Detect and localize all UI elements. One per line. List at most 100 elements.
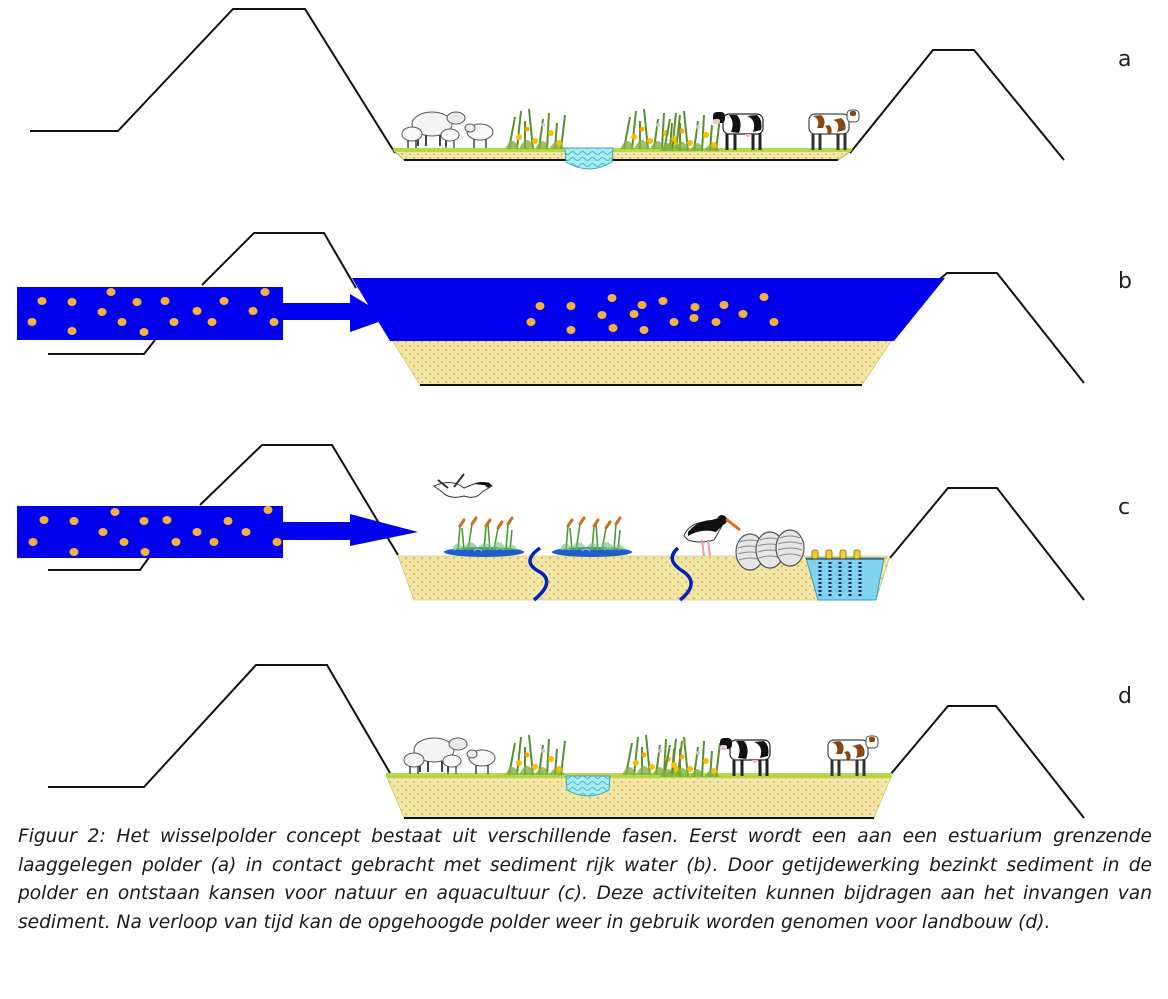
sediment-particle (160, 297, 170, 305)
sediment-particle (607, 294, 617, 302)
sediment-particle (629, 310, 639, 318)
sediment-particle (37, 297, 47, 305)
sediment-particle (117, 318, 127, 326)
sediment-particle (140, 548, 150, 556)
oystercatcher-icon (683, 515, 741, 557)
sediment-particle (269, 318, 279, 326)
sediment-particle (169, 318, 179, 326)
sediment-particle (162, 516, 172, 524)
creek-2-c (670, 546, 693, 602)
sheep-icon (403, 737, 496, 775)
grass-strip-a (394, 148, 851, 152)
wisselpolder-diagram: a b (17, 8, 1132, 819)
dike-right-b (939, 272, 1085, 384)
sediment-particle (132, 298, 142, 306)
reed-icon (550, 516, 634, 559)
plants-icon (619, 108, 681, 150)
sediment-particle (597, 311, 607, 319)
inflow-arrow-b (283, 294, 390, 332)
sediment-particle (637, 301, 647, 309)
panel-label-c: c (1118, 495, 1130, 520)
sediment-particle (669, 318, 679, 326)
plants-icon (504, 108, 566, 150)
dike-left-b (48, 339, 156, 355)
inflow-water-b (17, 287, 283, 340)
dike-left-a (30, 8, 396, 154)
flood-water-b (352, 278, 945, 341)
panel-b: b (17, 232, 1132, 386)
polder-soil-d (385, 774, 893, 819)
sediment-particle (209, 538, 219, 546)
oyster-icon (775, 529, 805, 567)
sediment-particle (241, 528, 251, 536)
mussel-farm-icon (805, 549, 885, 601)
sediment-particle (535, 302, 545, 310)
panel-c: c (17, 444, 1130, 602)
inflow-water-c (17, 506, 283, 558)
panel-label-d: d (1118, 684, 1132, 709)
sediment-particle (690, 303, 700, 311)
sediment-particles-c (28, 506, 282, 556)
sediment-particle (98, 528, 108, 536)
sediment-particle (28, 538, 38, 546)
sediment-particle (106, 288, 116, 296)
panel-label-b: b (1118, 269, 1132, 294)
sediment-particle (566, 326, 576, 334)
sediment-particle (171, 538, 181, 546)
cow-icon (718, 736, 772, 778)
sediment-particle (119, 538, 129, 546)
sediment-particle (69, 517, 79, 525)
ditch-d (565, 775, 611, 797)
panel-label-a: a (1118, 47, 1131, 72)
sediment-particle (260, 288, 270, 296)
grass-strip-d (386, 773, 892, 778)
sediment-particle (69, 548, 79, 556)
sediment-particle (711, 318, 721, 326)
figure-caption: Figuur 2: Het wisselpolder concept besta… (18, 826, 1152, 933)
panel-d: d (48, 664, 1132, 819)
sediment-particle (248, 307, 258, 315)
cow-icon (807, 108, 861, 152)
sediment-particle (689, 314, 699, 322)
sediment-particle (719, 301, 729, 309)
flying-bird-icon (433, 473, 493, 498)
sediment-particle (97, 308, 107, 316)
dike-left-c (48, 555, 151, 571)
dike-right-d (889, 705, 1085, 819)
sediment-particle (223, 517, 233, 525)
sheep-icon (401, 111, 494, 149)
sediment-particle (769, 318, 779, 326)
sediment-layer-b (391, 339, 893, 386)
reed-icon (442, 516, 526, 559)
sediment-particle (566, 302, 576, 310)
sediment-particle (608, 324, 618, 332)
sediment-particle (207, 318, 217, 326)
panel-a: a (30, 8, 1131, 170)
sediment-particle (27, 318, 37, 326)
sediment-particles-b (27, 288, 779, 336)
sediment-particle (272, 538, 282, 546)
cow-icon (826, 734, 880, 778)
sediment-particle (263, 506, 273, 514)
dike-left-top-b (201, 232, 357, 289)
sediment-particle (139, 328, 149, 336)
dike-right-a (849, 49, 1065, 161)
sediment-particle (738, 310, 748, 318)
sediment-particle (759, 293, 769, 301)
cow-icon (711, 110, 765, 152)
sediment-particle (639, 326, 649, 334)
plants-icon (659, 110, 721, 152)
sediment-particle (192, 307, 202, 315)
sediment-particle (110, 508, 120, 516)
sediment-particle (39, 516, 49, 524)
ditch-a (564, 147, 614, 170)
dike-right-c (889, 487, 1085, 601)
creek-1-c (528, 546, 549, 602)
dike-left-d (48, 664, 391, 788)
sediment-particle (139, 517, 149, 525)
sediment-particle (67, 327, 77, 335)
sediment-particle (219, 297, 229, 305)
sediment-particle (526, 318, 536, 326)
dike-left-top-c (199, 444, 399, 556)
sediment-particle (67, 298, 77, 306)
